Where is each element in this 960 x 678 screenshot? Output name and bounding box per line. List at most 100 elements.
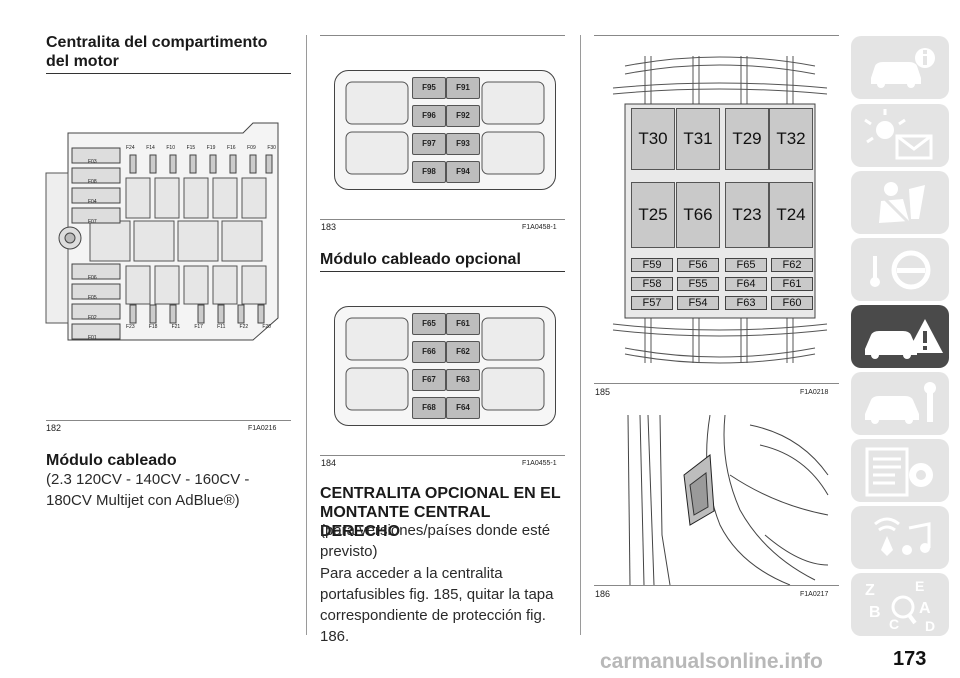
fuse-F92: F92	[446, 105, 480, 127]
tab-dashboard-warnings[interactable]	[851, 104, 949, 167]
fuse-label: F20	[262, 324, 271, 330]
fuse-F96: F96	[412, 105, 446, 127]
fuse-F64: F64	[446, 397, 480, 419]
fuse-label: F17	[194, 324, 203, 330]
tab-maintenance[interactable]	[851, 372, 949, 435]
figure-number: 184	[321, 458, 337, 468]
fuse-label: F18	[148, 324, 158, 330]
figure-code: F1A0455-1	[522, 460, 557, 467]
left-fuse-labels-top: F03 F08 F04 F07	[88, 152, 97, 232]
technical-data-icon	[865, 447, 933, 497]
figure-rule	[320, 219, 565, 220]
figure-184-fuse-module: F65 F61 F66 F62 F67 F63 F68 F64	[334, 306, 556, 426]
figure-183-fuse-module: F95 F91 F96 F92 F97 F93 F98 F94	[334, 70, 556, 190]
section-title-engine-fusebox: Centralita del compartimento del motor	[46, 34, 268, 70]
figure-186-pillar-cover	[600, 414, 838, 586]
fuse-F62: F62	[771, 258, 813, 272]
figure-number: 186	[595, 589, 611, 599]
svg-text:D: D	[925, 618, 935, 634]
relay-T29: T29	[725, 108, 769, 170]
fuse-label: F02	[88, 315, 97, 321]
relay-T23: T23	[725, 182, 769, 248]
fuse-label: F14	[146, 145, 155, 151]
fuse-module-183-outline	[334, 70, 556, 190]
fuse-label: F19	[206, 145, 216, 151]
figure-code: F1A0458-1	[522, 224, 557, 231]
figure-code: F1A0218	[800, 389, 829, 396]
access-instructions: Para acceder a la centralita portafusibl…	[320, 565, 554, 645]
svg-text:Z: Z	[865, 582, 875, 599]
fuse-F65: F65	[412, 313, 446, 335]
relay-T24: T24	[769, 182, 813, 248]
top-fuse-labels: F24 F14 F10 F15 F19 F16 F09 F30	[126, 145, 276, 151]
tab-emergency[interactable]	[851, 305, 949, 368]
figure-rule	[594, 585, 839, 586]
fuse-F56: F56	[677, 258, 719, 272]
figure-number: 185	[595, 387, 611, 397]
availability-note: (para versiones/países donde esté previs…	[320, 522, 551, 560]
fuse-label: F30	[267, 145, 276, 151]
figure-rule	[46, 420, 291, 421]
fuse-label: F23	[126, 324, 135, 330]
fuse-F57: F57	[631, 296, 673, 310]
svg-text:E: E	[915, 578, 924, 594]
bottom-fuse-labels: F23 F18 F21 F17 F11 F22 F20	[126, 324, 271, 330]
fuse-label: F06	[88, 275, 97, 281]
relay-T31: T31	[676, 108, 720, 170]
column-divider	[306, 35, 307, 635]
car-maintenance-icon	[865, 382, 936, 424]
figure-rule	[320, 455, 565, 456]
relay-T32: T32	[769, 108, 813, 170]
fuse-label: F24	[126, 145, 135, 151]
engine-fusebox-diagram	[45, 122, 279, 341]
car-emergency-icon	[865, 319, 943, 359]
fuse-label: F11	[217, 324, 226, 330]
fuse-F62: F62	[446, 341, 480, 363]
subtitle-wiring-module: Módulo cableado	[46, 452, 177, 469]
car-info-icon	[871, 48, 935, 88]
figure-number: 183	[321, 222, 337, 232]
relay-T25: T25	[631, 182, 675, 248]
fuse-F64: F64	[725, 277, 767, 291]
figure-code: F1A0217	[800, 591, 829, 598]
figure-top-rule	[320, 35, 565, 36]
fuse-label: F08	[88, 179, 97, 185]
fuse-F66: F66	[412, 341, 446, 363]
relay-T66: T66	[676, 182, 720, 248]
figure-185-relay-box: T30 T31 T29 T32 T25 T66 T23 T24 F59 F56 …	[605, 48, 833, 370]
tab-car-info[interactable]	[851, 36, 949, 99]
tab-safety[interactable]	[851, 171, 949, 234]
dashboard-warning-icon	[864, 109, 933, 160]
figure-182-engine-fusebox: F24 F14 F10 F15 F19 F16 F09 F30 F03 F08 …	[38, 118, 288, 348]
fuse-F68: F68	[412, 397, 446, 419]
svg-text:C: C	[889, 616, 899, 632]
fuse-label: F01	[88, 335, 97, 341]
pillar-cover-drawing	[627, 414, 829, 586]
watermark: carmanualsonline.info	[600, 650, 823, 673]
subtitle-optional-module: Módulo cableado opcional	[320, 251, 521, 268]
fuse-label: F03	[88, 159, 97, 165]
engine-text: (2.3 120CV - 140CV - 160CV - 180CV Multi…	[46, 471, 250, 509]
tab-technical-data[interactable]	[851, 439, 949, 502]
column-divider	[580, 35, 581, 635]
fuse-label: F22	[239, 324, 249, 330]
figure-top-rule	[594, 35, 839, 36]
tab-multimedia[interactable]	[851, 506, 949, 569]
svg-text:B: B	[869, 604, 881, 621]
fuse-module-184-outline	[334, 306, 556, 426]
steering-key-icon	[870, 250, 931, 290]
subtitle-rule	[320, 271, 565, 272]
fuse-label: F09	[247, 145, 256, 151]
section-title-optional-fusebox: CENTRALITA OPCIONAL EN EL MONTANTE CENTR…	[320, 485, 561, 540]
fuse-F54: F54	[677, 296, 719, 310]
fuse-F63: F63	[725, 296, 767, 310]
left-fuse-labels-bottom: F06 F05 F02 F01	[88, 268, 97, 348]
fuse-label: F05	[88, 295, 97, 301]
fuse-label: F10	[166, 145, 175, 151]
page-number: 173	[893, 648, 927, 670]
fuse-F97: F97	[412, 133, 446, 155]
tab-starting-driving[interactable]	[851, 238, 949, 301]
fuse-F91: F91	[446, 77, 480, 99]
